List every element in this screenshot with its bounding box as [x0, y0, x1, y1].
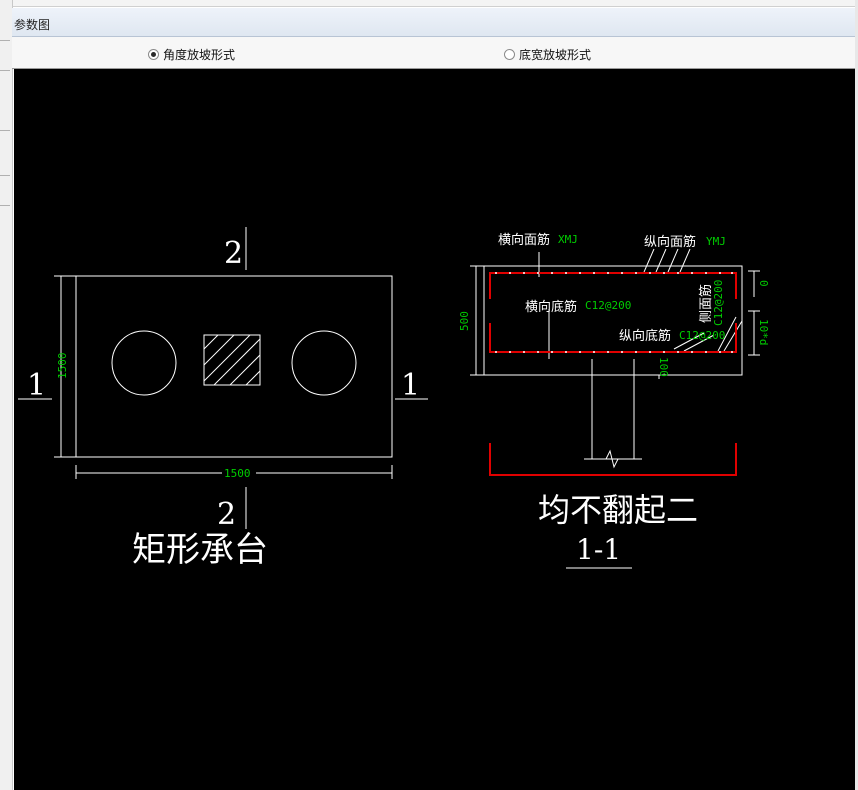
section-values: XMJ YMJ C12@200 C12@200 C12@200 500 0 10…: [458, 233, 770, 377]
plan-section-mark-left: 1: [27, 368, 46, 403]
column-hatched: [203, 334, 261, 386]
section-column: [591, 359, 635, 460]
section-subtitle: 均不翻起二: [538, 491, 698, 529]
plan-dim-height: 1500: [56, 353, 69, 380]
plan-section-mark-right: 1: [401, 368, 420, 403]
section-dim-cover-top: 0: [757, 280, 770, 287]
plan-section-mark-top: 2: [224, 236, 243, 271]
radio-angle-slope[interactable]: 角度放坡形式: [148, 46, 235, 63]
rebar-bottom: [489, 323, 737, 353]
label-longitudinal-top: 纵向面筋: [644, 234, 696, 250]
section-dim-bottom: 100: [657, 357, 670, 377]
value-longitudinal-bottom: C12@200: [679, 329, 725, 342]
radio-bottom-width-slope-label: 底宽放坡形式: [519, 48, 592, 62]
window-titlebar: 参数图: [12, 8, 858, 37]
right-edge: [855, 0, 858, 790]
label-transverse-top: 横向面筋: [498, 232, 550, 248]
window-title: 参数图: [14, 18, 51, 32]
section-labels: 横向面筋 纵向面筋 横向底筋 纵向底筋 侧面筋: [498, 232, 714, 344]
rebar-lines: [489, 272, 737, 476]
rebar-dots: [495, 272, 733, 353]
plan-title: 矩形承台: [132, 530, 268, 570]
slope-option-bar: 角度放坡形式 底宽放坡形式: [12, 37, 858, 69]
radio-bottom-width-slope[interactable]: 底宽放坡形式: [504, 46, 591, 63]
value-longitudinal-top: YMJ: [706, 235, 726, 248]
top-edge: [0, 0, 858, 7]
column-hatch-lines: [203, 334, 261, 386]
section-dim-cover-side: 10*d: [757, 319, 770, 346]
plan-section-mark-bottom: 2: [217, 497, 236, 532]
value-side: C12@200: [712, 280, 725, 326]
radio-unselected-icon[interactable]: [504, 49, 515, 60]
label-transverse-bottom: 横向底筋: [525, 299, 577, 315]
parameter-drawing-canvas: 2 2 1 1 矩形承台 1500 1500: [14, 69, 858, 790]
pile-circle-left: [111, 330, 177, 396]
section-view: [470, 248, 760, 469]
rebar-top: [489, 272, 737, 299]
radio-selected-icon[interactable]: [148, 49, 159, 60]
value-transverse-top: XMJ: [558, 233, 578, 246]
plan-dim-width: 1500: [224, 467, 251, 480]
cap-outline: [75, 275, 393, 458]
plan-dimensions: 1500 1500: [56, 353, 256, 480]
label-side: 侧面筋: [698, 284, 714, 323]
cad-drawing: 2 2 1 1 矩形承台 1500 1500: [18, 227, 770, 570]
section-cap-outline: [483, 265, 743, 376]
section-title: 1-1: [576, 533, 621, 566]
value-transverse-bottom: C12@200: [585, 299, 631, 312]
section-dim-height: 500: [458, 311, 471, 331]
rebar-base: [489, 443, 737, 476]
pile-circle-right: [291, 330, 357, 396]
left-panel-edge: [0, 0, 13, 790]
label-longitudinal-bottom: 纵向底筋: [619, 328, 671, 344]
plan-labels: 2 2 1 1 矩形承台: [27, 236, 420, 570]
plan-view: [18, 227, 428, 529]
radio-angle-slope-label: 角度放坡形式: [163, 48, 236, 62]
section-titles: 均不翻起二 1-1: [538, 491, 698, 566]
